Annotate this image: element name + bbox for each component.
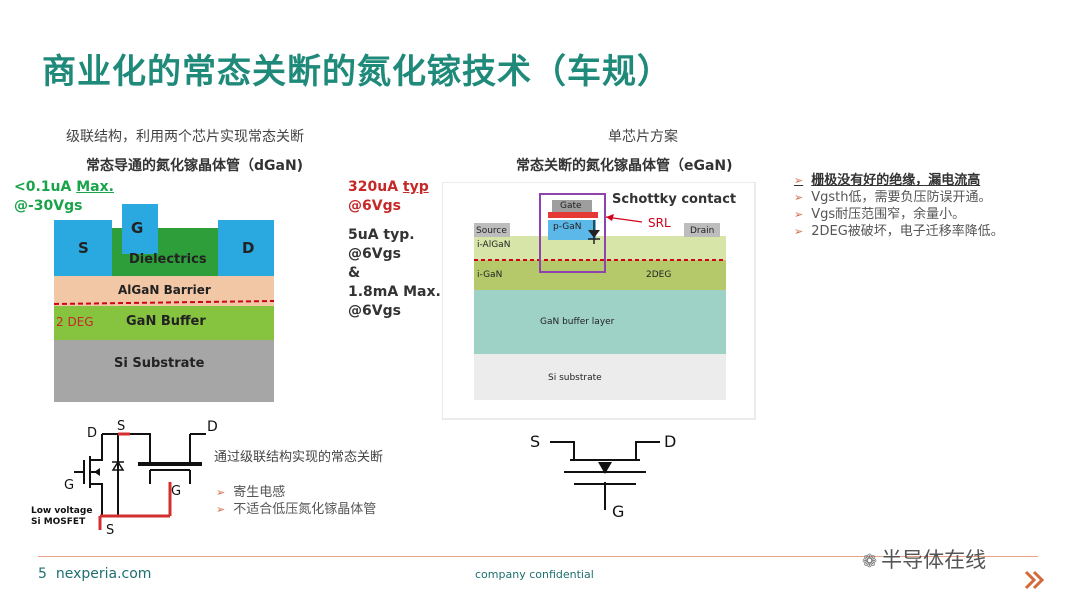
mosfet-label-line2: Si MOSFET (31, 517, 86, 527)
list-item: ➢Vgsth低，需要负压防误开通。 (794, 190, 992, 205)
circuit-d-right-label: D (207, 419, 218, 435)
dgan-layer-diagram (54, 204, 275, 402)
si-substrate-layer (54, 340, 274, 402)
arrow-icon: ➢ (794, 174, 804, 187)
circuit-s-top-label: S (117, 419, 126, 434)
schottky-label: Schottky contact (612, 192, 737, 207)
2deg-right-label: 2DEG (646, 270, 672, 280)
arrow-icon: ➢ (794, 191, 804, 204)
gate-pad (552, 200, 592, 212)
footer-divider (38, 556, 1038, 557)
srl-bar (548, 212, 598, 218)
buffer-label: GaN buffer layer (540, 317, 615, 327)
page-title: 商业化的常态关断的氮化镓技术（车规） (42, 52, 672, 92)
circuit-s-bottom-label: S (106, 523, 115, 538)
2deg-line (54, 300, 275, 305)
gan-buffer-band (474, 290, 726, 354)
cascode-circuit (74, 432, 206, 530)
spec-line: @6Vgs (348, 246, 401, 262)
circuit-g-mid-label: G (171, 484, 182, 499)
left-header: 级联结构，利用两个芯片实现常态关断 (66, 129, 304, 145)
egan-issues-bullets: ➢栅极没有好的绝缘，漏电流高 ➢Vgsth低，需要负压防误开通。 ➢Vgs耐压范… (794, 172, 1004, 240)
gan-buffer-layer (54, 306, 274, 340)
p-gan-label: p-GaN (553, 222, 582, 232)
list-item: ➢不适合低压氮化镓晶体管 (216, 502, 377, 517)
gate-contact (122, 204, 158, 254)
leakage-max: Max. (76, 179, 114, 195)
d-label: D (242, 239, 255, 257)
srl-label: SRL (648, 216, 671, 230)
source-label: Source (476, 226, 507, 236)
circuit-g-left-label: G (64, 478, 75, 493)
circuit-d-top-label: D (87, 426, 98, 441)
nexperia-logo-icon (1024, 570, 1045, 590)
wechat-icon: ❁ (862, 551, 878, 572)
gan-buffer-label: GaN Buffer (126, 314, 206, 329)
mosfet-label: Low voltage Si MOSFET (31, 506, 92, 528)
watermark: ❁半导体在线 (862, 544, 986, 574)
list-item: ➢2DEG被破坏，电子迁移率降低。 (794, 224, 1004, 239)
left-subtitle: 常态导通的氮化镓晶体管（dGaN) (86, 158, 304, 174)
leakage-vgs: @-30Vgs (14, 198, 83, 214)
spec-line: 5uA typ. (348, 227, 415, 243)
egan-spec-list: 5uA typ. @6Vgs & 1.8mA Max. @6Vgs (348, 226, 441, 321)
egan-layer-diagram (442, 182, 756, 420)
g-label: G (131, 219, 144, 237)
arrow-icon: ➢ (794, 208, 804, 221)
egan-leakage-vgs: @6Vgs (348, 198, 401, 214)
footer-site[interactable]: nexperia.com (55, 566, 152, 582)
footer-page: 5 nexperia.com (38, 566, 151, 582)
footer-confidential: company confidential (475, 568, 594, 581)
arrow-icon: ➢ (216, 486, 226, 499)
dgan-leakage-spec: <0.1uA Max. @-30Vgs (14, 178, 114, 216)
dielectrics-label: Dielectrics (129, 252, 207, 267)
algan-layer (54, 276, 274, 306)
i-algan-layer (474, 236, 726, 260)
p-gan-block (548, 220, 596, 240)
2deg-label: 2 DEG (56, 315, 94, 329)
page-number: 5 (38, 566, 47, 582)
i-gan-layer (474, 260, 726, 290)
egan-leakage-spec: 320uA typ @6Vgs (348, 178, 429, 216)
arrow-icon: ➢ (216, 503, 226, 516)
cascode-desc: 通过级联结构实现的常态关断 (214, 450, 384, 465)
si-substrate-band (474, 354, 726, 400)
symbol-d-label: D (664, 432, 677, 451)
egan-leakage-value: 320uA (348, 179, 399, 195)
symbol-s-label: S (530, 432, 541, 451)
list-item: ➢栅极没有好的绝缘，漏电流高 (794, 173, 981, 188)
right-header: 单芯片方案 (608, 129, 678, 145)
watermark-text: 半导体在线 (881, 548, 987, 572)
arrow-icon: ➢ (794, 225, 804, 238)
source-pad (474, 223, 510, 237)
list-item: ➢寄生电感 (216, 485, 286, 500)
spec-line: @6Vgs (348, 303, 401, 319)
source-contact (54, 220, 112, 276)
drain-pad (684, 223, 720, 237)
list-item: ➢Vgs耐压范围窄，余量小。 (794, 207, 966, 222)
spec-line: 1.8mA Max. (348, 284, 441, 300)
drain-contact (218, 220, 274, 276)
mosfet-label-line1: Low voltage (31, 506, 93, 516)
i-algan-label: i-AlGaN (477, 240, 511, 250)
cascode-bullets: ➢寄生电感 ➢不适合低压氮化镓晶体管 (216, 484, 376, 518)
drain-label: Drain (690, 226, 715, 236)
symbol-g-label: G (612, 502, 625, 521)
right-subtitle: 常态关断的氮化镓晶体管（eGaN) (516, 158, 733, 174)
i-gan-label: i-GaN (477, 270, 503, 280)
s-label: S (78, 239, 89, 257)
algan-label: AlGaN Barrier (118, 283, 211, 297)
si-substrate-label: Si Substrate (114, 356, 205, 371)
gate-highlight-box (539, 193, 606, 273)
spec-line: & (348, 265, 361, 281)
gate-label: Gate (560, 201, 582, 211)
leakage-value: <0.1uA (14, 179, 72, 195)
egan-leakage-typ: typ (402, 179, 429, 195)
egan-symbol (550, 441, 660, 510)
si-right-label: Si substrate (548, 373, 602, 383)
